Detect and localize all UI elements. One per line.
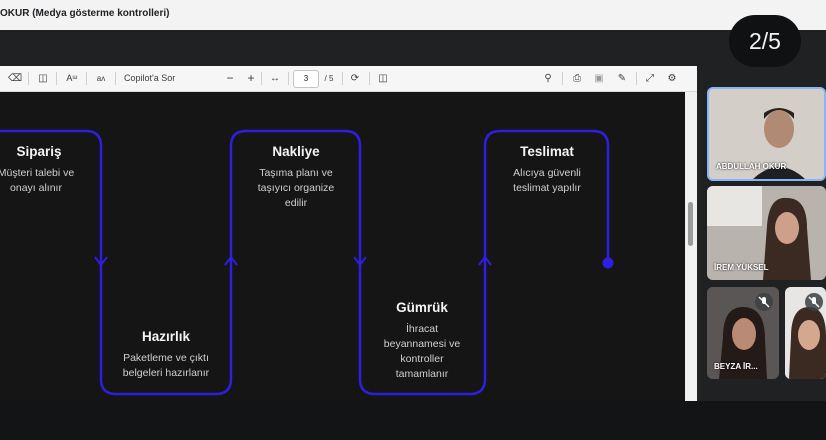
- mic-muted-icon: [755, 293, 773, 311]
- participant-name: BEYZA İR...: [714, 362, 758, 371]
- stage-title-teslimat: Teslimat: [520, 144, 574, 159]
- page-number-input[interactable]: 3: [293, 70, 319, 88]
- toolbar-divider: [636, 72, 637, 85]
- mic-muted-icon: [805, 293, 823, 311]
- page-total: / 5: [324, 74, 334, 83]
- up-arrow-icon: [478, 255, 492, 266]
- translate-icon[interactable]: aᴧ: [96, 74, 106, 83]
- toolbar-divider: [56, 72, 57, 85]
- window-title: OKUR (Medya gösterme kontrolleri): [0, 8, 170, 19]
- up-arrow-icon: [224, 255, 238, 266]
- toolbar-divider: [342, 72, 343, 85]
- stage-title-gumruk: Gümrük: [396, 300, 448, 315]
- participant-name: ABDULLAH OKUR: [716, 162, 787, 171]
- participant-video: [707, 287, 779, 379]
- down-arrow-icon: [94, 256, 108, 267]
- pdf-viewer: ⌫ ◫ Aᵚ aᴧ Copilot'a Sor − + ↔ 3 / 5 ⟳ ◫ …: [0, 66, 697, 401]
- down-arrow-icon: [353, 256, 367, 267]
- stage-desc-gumruk: İhracat beyannamesi ve kontroller tamaml…: [383, 323, 461, 380]
- participant-video: [707, 186, 826, 280]
- read-aloud-icon[interactable]: Aᵚ: [66, 73, 78, 83]
- stage-title-nakliye: Nakliye: [272, 144, 320, 159]
- print-icon[interactable]: ⎙: [573, 73, 581, 84]
- fullscreen-icon[interactable]: ⤢: [646, 73, 654, 84]
- page-view-icon[interactable]: ◫: [38, 73, 48, 84]
- process-flow-path: [0, 129, 614, 396]
- save-icon[interactable]: ▣: [594, 73, 604, 84]
- stage-desc-hazirlik: Paketleme ve çıktı belgeleri hazırlanır: [122, 352, 210, 379]
- participant-tile-4[interactable]: [785, 287, 826, 379]
- toolbar-divider: [562, 72, 563, 85]
- meeting-top-bar: OKUR (Medya gösterme kontrolleri): [0, 0, 826, 30]
- stage-desc-siparis: Müşteri talebi ve onayı alınır: [0, 167, 75, 194]
- zoom-in-button[interactable]: +: [247, 71, 255, 85]
- toolbar-divider: [369, 72, 370, 85]
- toolbar-divider: [28, 72, 29, 85]
- slide-counter[interactable]: 2/5: [729, 15, 801, 67]
- vertical-scrollbar[interactable]: [685, 92, 697, 401]
- meeting-bottom-bar: [0, 401, 826, 440]
- zoom-out-button[interactable]: −: [226, 71, 234, 85]
- fit-width-icon[interactable]: ↔: [270, 73, 280, 84]
- copilot-button[interactable]: Copilot'a Sor: [124, 73, 176, 83]
- two-page-icon[interactable]: ◫: [378, 73, 388, 84]
- participant-video: [709, 89, 824, 179]
- toolbar-divider: [261, 72, 262, 85]
- stage-title-hazirlik: Hazırlık: [141, 329, 191, 344]
- stage-title-siparis: Sipariş: [16, 144, 62, 159]
- toolbar-divider: [115, 72, 116, 85]
- settings-gear-icon[interactable]: ⚙: [667, 73, 677, 84]
- pdf-toolbar: ⌫ ◫ Aᵚ aᴧ Copilot'a Sor − + ↔ 3 / 5 ⟳ ◫ …: [0, 66, 697, 92]
- slide-page: Sipariş Müşteri talebi ve onayı alınır H…: [0, 92, 685, 401]
- search-icon[interactable]: ⚲: [544, 73, 552, 84]
- end-dot: [602, 257, 614, 269]
- rotate-icon[interactable]: ⟳: [350, 73, 360, 84]
- scrollbar-thumb[interactable]: [688, 202, 693, 246]
- participant-name: İREM YÜKSEL: [714, 263, 769, 272]
- participant-tile-abdullah[interactable]: ABDULLAH OKUR: [707, 87, 826, 181]
- flow-line: [0, 129, 610, 396]
- stage-desc-nakliye: Taşıma planı ve taşıyıcı organize edilir: [257, 167, 335, 209]
- eraser-icon[interactable]: ⌫: [8, 73, 23, 84]
- toolbar-divider: [288, 72, 289, 85]
- toolbar-divider: [86, 72, 87, 85]
- save-as-icon[interactable]: ✎: [617, 73, 627, 84]
- participant-tile-beyza[interactable]: BEYZA İR...: [707, 287, 779, 379]
- stage-desc-teslimat: Alıcıya güvenli teslimat yapılır: [513, 167, 581, 194]
- participant-tile-irem[interactable]: İREM YÜKSEL: [707, 186, 826, 280]
